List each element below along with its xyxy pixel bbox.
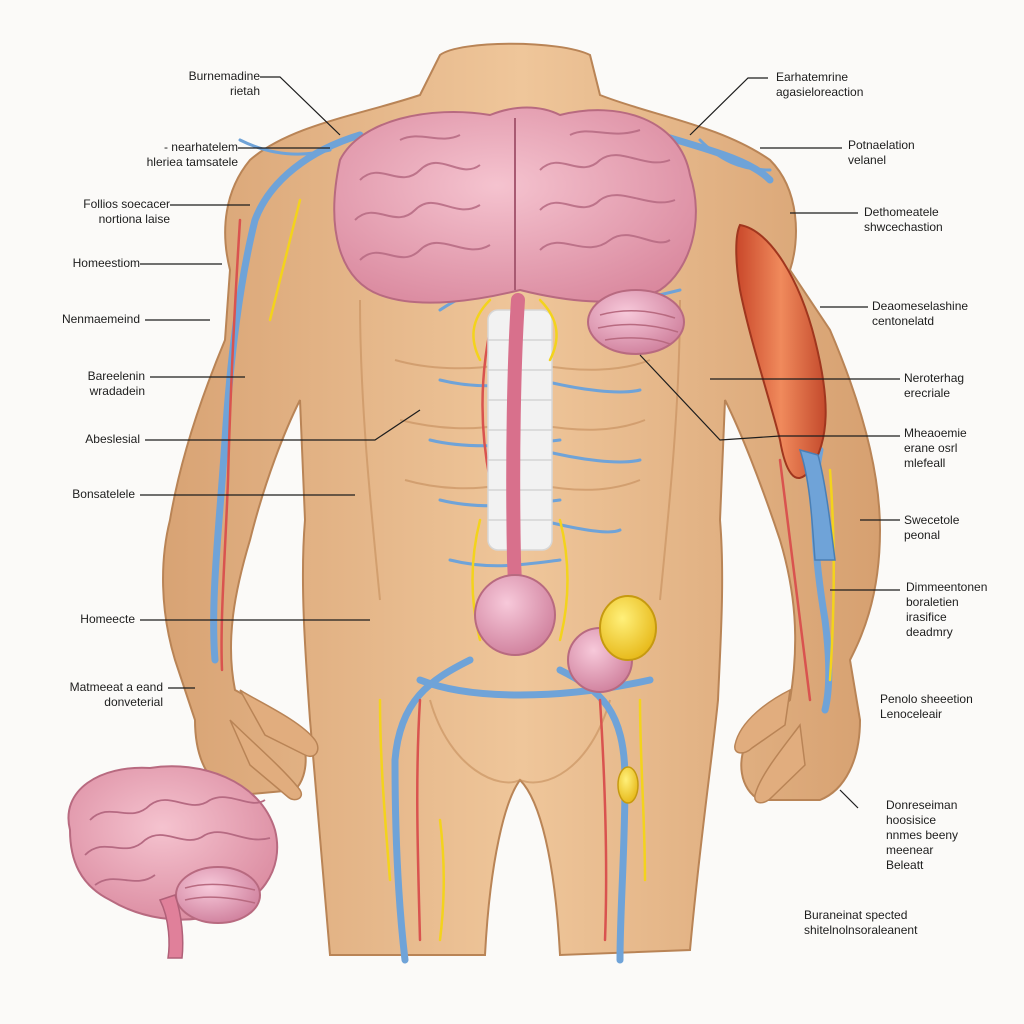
nerve-network (268, 198, 835, 942)
leader-lines (140, 76, 900, 809)
label-right-10: Donreseiman hoosisice nnmes beeny meenea… (886, 798, 959, 872)
artery-network (220, 218, 812, 942)
label-right-7: Swecetole peonal (904, 513, 960, 542)
label-right-6: Mheaoemie erane osrl mlefeall (904, 426, 967, 470)
label-right-4: Deaomeselashine centonelatd (872, 299, 969, 328)
label-right-8: Dimmeentonen boraletien irasifice deadmr… (906, 580, 988, 639)
label-left-3: Follios soecacer nortiona laise (83, 197, 170, 226)
label-left-1: Burnemadine rietah (188, 69, 260, 98)
label-left-7: Abeslesial (85, 432, 140, 446)
label-left-2: - nearhatelem hleriea tamsatele (146, 140, 238, 169)
label-right-1: Earhatemrine agasieloreaction (776, 70, 864, 99)
pelvic-organs (474, 574, 657, 804)
label-right-11: Buraneinat spected shitelnolnsoraleanent (804, 908, 918, 937)
label-right-9: Penolo sheeetion Lenoceleair (880, 692, 973, 721)
label-right-3: Dethomeatele shwcechastion (864, 205, 943, 234)
arm-muscle (735, 223, 836, 561)
label-left-8: Bonsatelele (72, 487, 135, 501)
label-left-10: Matmeeat a eand donveterial (69, 680, 163, 709)
label-left-9: Homeecte (80, 612, 135, 626)
label-right-2: Potnaelation velanel (848, 138, 915, 167)
brain-main (333, 106, 697, 355)
label-right-5: Neroterhag erecriale (904, 371, 965, 400)
label-left-5: Nenmaemeind (61, 312, 140, 326)
label-left-4: Homeestiom (72, 256, 140, 270)
label-left-6: Bareelenin wradadein (87, 369, 145, 398)
brain-inset (67, 765, 279, 959)
